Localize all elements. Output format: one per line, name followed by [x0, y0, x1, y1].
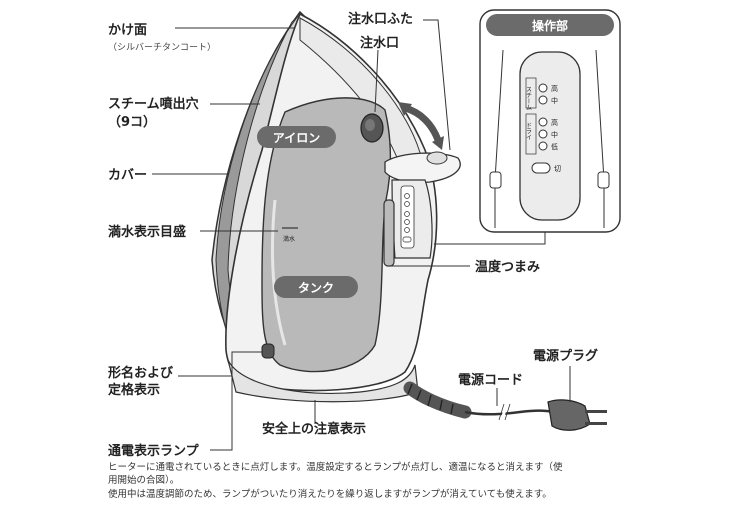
dry-label: ドライ [525, 122, 532, 140]
label-power-lamp: 通電表示ランプ [108, 443, 200, 459]
label-cover: カバー [108, 168, 147, 183]
iron-base [227, 359, 419, 403]
water-inlet-hole [365, 119, 375, 131]
dry-mid-dot [538, 129, 548, 139]
inset-clip-left [489, 171, 502, 189]
label-model-rating: 定格表示 [107, 382, 160, 398]
iron-body: 満水 アイロン タンク [211, 10, 461, 403]
power-plug [547, 399, 591, 431]
cord-break [500, 405, 508, 421]
rotate-arrow-head-top [398, 102, 412, 116]
dry-low-label: 低 [551, 142, 558, 151]
mini-panel [400, 185, 415, 249]
control-panel-title-pill [486, 14, 614, 36]
plug-prong-top [585, 410, 607, 413]
label-temp-knob: 温度つまみ [475, 259, 540, 275]
power-cord-group [403, 381, 607, 431]
dry-bracket [525, 113, 537, 155]
control-panel-inset: 操作部 スチーム 高 中 ドライ 高 中 低 切 [479, 9, 621, 233]
power-cord [464, 409, 554, 416]
tank-highlight [270, 199, 287, 346]
steam-bracket [525, 77, 537, 109]
steam-high-dot [538, 83, 548, 93]
water-inlet-lid [384, 152, 461, 184]
tank-pill [274, 276, 358, 298]
note-line-1: ヒーターに通電されているときに点灯します。温度設定するとランプが点灯し、適温にな… [108, 461, 563, 473]
strain-relief-ribs [407, 383, 454, 415]
labels: かけ面 （シルバーチタンコート） スチーム噴出穴 （9コ） カバー 満水表示目盛… [107, 11, 598, 500]
power-lamp [261, 343, 275, 359]
dry-high-dot [538, 117, 548, 127]
steam-mid-dot [538, 95, 548, 105]
label-power-plug: 電源プラグ [533, 348, 598, 364]
label-power-cord: 電源コード [458, 372, 523, 388]
label-model-name: 形名および [108, 365, 174, 381]
label-safety-notice: 安全上の注意表示 [262, 421, 366, 437]
dry-high-label: 高 [551, 118, 558, 127]
control-panel-title: 操作部 [532, 18, 568, 33]
dry-mid-label: 中 [551, 130, 558, 139]
temperature-knob[interactable] [383, 199, 395, 267]
plug-prong-bottom [585, 422, 607, 425]
rotate-arrow-icon [403, 104, 442, 142]
off-switch[interactable] [531, 162, 551, 174]
tank [261, 97, 392, 373]
inset-clip-right [597, 171, 610, 189]
off-label: 切 [554, 165, 561, 173]
label-water-inlet: 注水口 [360, 35, 399, 51]
rotate-arrow-head-bottom [432, 136, 444, 150]
lid-knob [426, 151, 448, 165]
tank-pill-label: タンク [298, 281, 334, 295]
note-line-2: 用開始の合図）。 [108, 474, 179, 486]
note-line-3: 使用中は温度調節のため、ランプがついたり消えたりを繰り返しますがランプが消えてい… [108, 488, 552, 500]
iron-pill [257, 126, 336, 148]
leader-lines [152, 19, 571, 451]
dry-low-dot [538, 141, 548, 151]
label-steam-holes: スチーム噴出穴 [108, 96, 199, 112]
control-panel [519, 51, 581, 221]
steam-high-label: 高 [551, 84, 558, 93]
cord-strain-relief [403, 381, 472, 419]
label-kakemen-sub: （シルバーチタンコート） [108, 42, 216, 53]
label-water-inlet-lid: 注水口ふた [348, 11, 413, 27]
label-steam-holes-count: （9コ） [108, 114, 156, 130]
steam-label: スチーム [525, 86, 532, 110]
full-water-mark: 満水 [283, 235, 295, 243]
iron-pill-label: アイロン [273, 131, 320, 145]
steam-mid-label: 中 [551, 96, 558, 105]
label-kakemen: かけ面 [108, 23, 147, 38]
label-full-water-scale: 満水表示目盛 [108, 224, 186, 240]
